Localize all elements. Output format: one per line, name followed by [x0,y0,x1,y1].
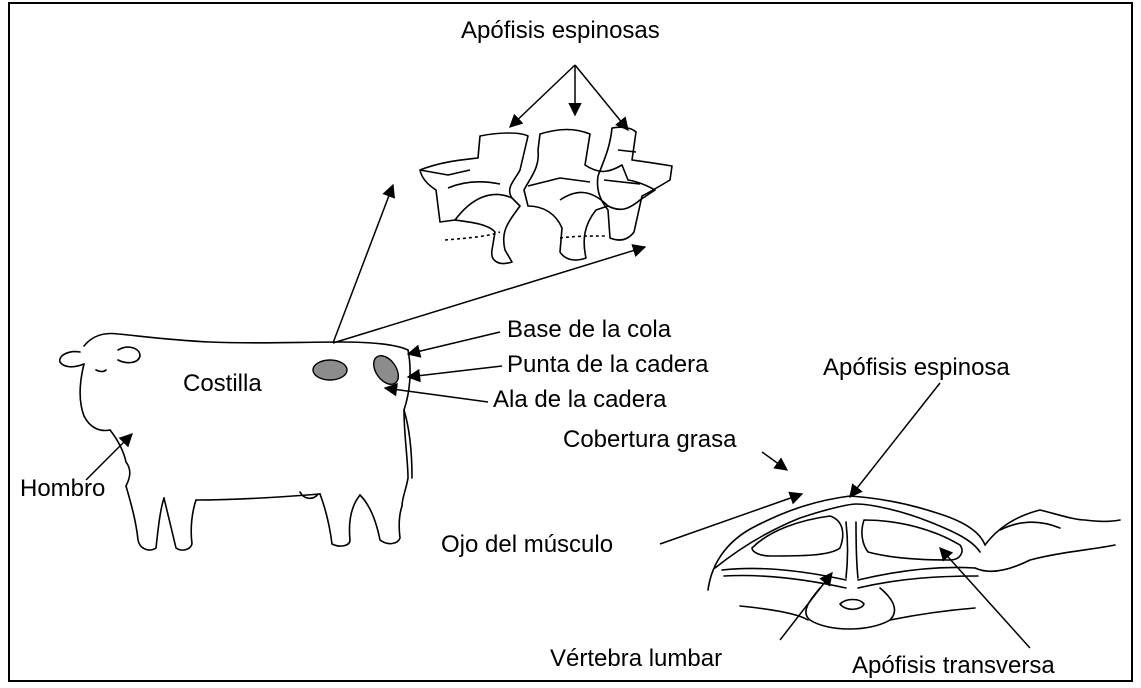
label-cobertura-grasa: Cobertura grasa [563,426,737,453]
cow-drawing [60,334,412,551]
label-ala-de-la-cadera: Ala de la cadera [493,386,667,413]
label-base-de-la-cola: Base de la cola [507,316,672,343]
label-apofisis-espinosa: Apófisis espinosa [823,354,1010,381]
label-vertebra-lumbar: Vértebra lumbar [550,645,722,672]
label-ojo-del-musculo: Ojo del músculo [441,531,613,558]
label-hombro: Hombro [20,475,105,502]
label-costilla: Costilla [183,370,262,397]
hip-marker [369,351,404,389]
lumbar-vertebrae-drawing [420,127,672,263]
loin-cross-section-drawing [708,496,1120,629]
label-apofisis-espinosas: Apófisis espinosas [461,17,660,44]
label-apofisis-transversa: Apófisis transversa [852,652,1055,679]
label-punta-de-la-cadera: Punta de la cadera [507,351,709,378]
rib-marker [313,360,347,380]
